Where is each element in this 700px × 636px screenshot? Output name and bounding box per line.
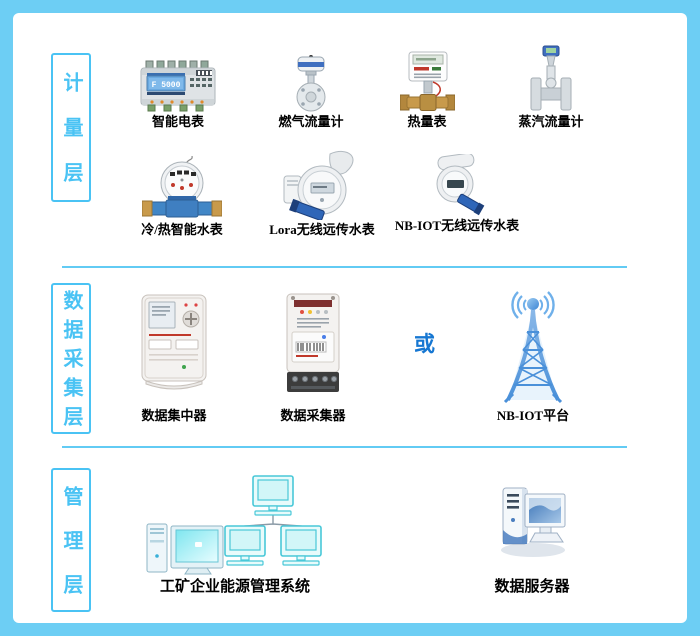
data-concentrator-icon <box>141 294 207 390</box>
layer-data-collection: 数据采集层 <box>0 266 700 446</box>
management-layer-label-text: 管理层 <box>60 486 82 618</box>
device-caption: NB-IOT平台 <box>496 408 570 423</box>
device-caption: 数据服务器 <box>494 579 570 595</box>
device-data-collector: 数据采集器 <box>263 292 363 424</box>
device-caption: NB-IOT无线远传水表 <box>394 218 520 233</box>
data-collection-layer-label: 数据采集层 <box>51 283 91 435</box>
device-caption: 数据采集器 <box>280 408 346 423</box>
gas-flow-meter-icon <box>296 55 326 112</box>
data-collection-layer-label-text: 数据采集层 <box>60 290 82 435</box>
device-smart-electric-meter: F 5000 智能电表 <box>128 50 228 130</box>
device-caption: 工矿企业能源管理系统 <box>159 579 310 595</box>
meter-lcd-text: F 5000 <box>152 81 181 90</box>
layer-metering: 计量层 <box>0 13 700 266</box>
device-water-meter: 冷/热智能水表 <box>127 150 237 238</box>
device-caption: Lora无线远传水表 <box>269 222 375 237</box>
lora-water-meter-icon <box>283 150 354 220</box>
metering-layer-label-text: 计量层 <box>60 72 82 207</box>
divider-metering-collection <box>62 266 627 268</box>
device-caption: 数据集中器 <box>141 408 207 423</box>
smart-electric-meter-icon: F 5000 <box>140 60 216 112</box>
steam-flow-meter-icon <box>530 45 572 111</box>
device-caption: 智能电表 <box>151 114 204 129</box>
energy-management-computers-icon <box>146 475 322 575</box>
heat-meter-icon <box>399 51 455 111</box>
device-caption: 冷/热智能水表 <box>141 222 223 237</box>
nbiot-tower-icon <box>503 291 563 404</box>
device-caption: 燃气流量计 <box>278 114 344 129</box>
device-lora-water-meter: Lora无线远传水表 <box>242 150 402 238</box>
divider-collection-management <box>62 446 627 448</box>
device-heat-meter: 热量表 <box>382 50 472 130</box>
data-collector-icon <box>286 293 340 392</box>
layer-management: 管理层 <box>0 446 700 623</box>
management-layer-label: 管理层 <box>51 468 91 618</box>
device-data-server: 数据服务器 <box>442 470 622 596</box>
data-server-icon <box>501 487 566 557</box>
device-energy-management-system: 工矿企业能源管理系统 <box>140 470 330 596</box>
device-nbiot-water-meter: NB-IOT无线远传水表 <box>382 152 532 234</box>
device-nbiot-platform: NB-IOT平台 <box>473 288 593 424</box>
or-text: 或 <box>414 333 435 356</box>
device-caption: 蒸汽流量计 <box>518 114 584 129</box>
device-gas-flow-meter: 燃气流量计 <box>266 50 356 130</box>
water-meter-icon <box>142 156 222 218</box>
device-data-concentrator: 数据集中器 <box>124 292 224 424</box>
nbiot-water-meter-icon <box>436 154 485 216</box>
diagram-canvas <box>13 13 687 623</box>
device-caption: 热量表 <box>407 114 447 129</box>
metering-layer-label: 计量层 <box>51 53 91 207</box>
device-steam-flow-meter: 蒸汽流量计 <box>506 44 596 130</box>
